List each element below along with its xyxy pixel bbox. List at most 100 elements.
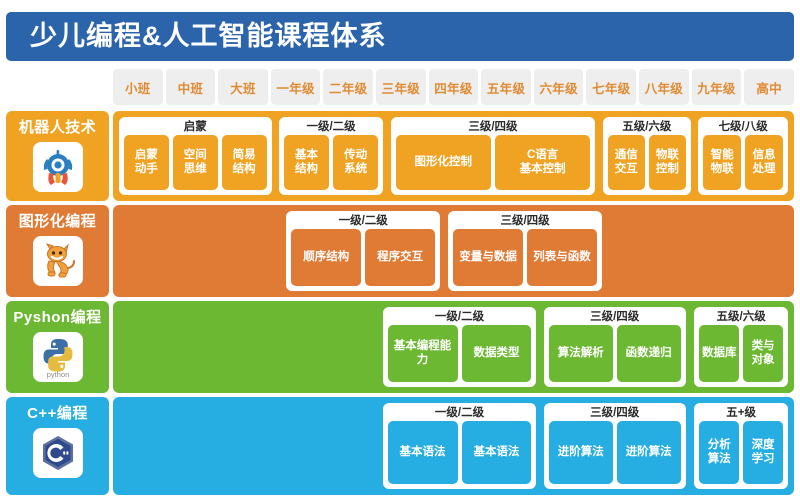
course-chip[interactable]: 基本 结构 <box>283 135 330 190</box>
track-body-robotics: 启蒙启蒙 动手空间 思维简易 结构一级/二级基本 结构传动 系统三级/四级图形化… <box>113 111 794 201</box>
stage-group[interactable]: 七级/八级智能 物联信息 处理 <box>698 117 788 195</box>
stage-group[interactable]: 三级/四级算法解析函数递归 <box>543 307 686 387</box>
stage-group-title: 一级/二级 <box>338 215 388 227</box>
course-chip[interactable]: 算法解析 <box>548 325 613 382</box>
stage-track: 启蒙启蒙 动手空间 思维简易 结构一级/二级基本 结构传动 系统三级/四级图形化… <box>119 117 788 195</box>
track-rows: 机器人技术 启蒙启蒙 动手空间 思维简易 结构一级/二级基本 结构传动 系统三级… <box>6 111 794 499</box>
course-chip[interactable]: 分析 算法 <box>699 421 740 484</box>
grade-tab[interactable]: 五年级 <box>481 69 531 105</box>
course-chip[interactable]: 数据类型 <box>461 325 532 382</box>
course-chip[interactable]: 进阶算法 <box>548 421 613 484</box>
course-chip[interactable]: 基本编程能力 <box>387 325 458 382</box>
grade-tab[interactable]: 七年级 <box>586 69 637 105</box>
course-chip[interactable]: 进阶算法 <box>616 421 681 484</box>
track-label-text: 图形化编程 <box>18 213 97 230</box>
stage-group-title: 七级/八级 <box>718 121 768 133</box>
stage-group[interactable]: 三级/四级进阶算法进阶算法 <box>543 403 686 489</box>
grade-tab[interactable]: 四年级 <box>428 69 479 105</box>
grade-tab[interactable]: 九年级 <box>691 69 742 105</box>
stage-group-title: 五+级 <box>726 407 757 419</box>
stage-group[interactable]: 三级/四级变量与数据列表与函数 <box>448 211 602 291</box>
stage-group[interactable]: 五级/六级数据库类与 对象 <box>694 307 788 387</box>
grade-tab[interactable]: 六年级 <box>533 69 584 105</box>
course-chip-list: 变量与数据列表与函数 <box>453 229 598 286</box>
stage-group-title: 三级/四级 <box>590 311 640 323</box>
stage-group-title: 一级/二级 <box>306 121 356 133</box>
stage-group[interactable]: 一级/二级基本语法基本语法 <box>382 403 537 489</box>
course-chip[interactable]: C语言 基本控制 <box>494 135 591 190</box>
stage-group[interactable]: 一级/二级基本编程能力数据类型 <box>382 307 537 387</box>
stage-group-title: 三级/四级 <box>500 215 550 227</box>
track-row-python: Pyshon编程 python 一级/二级基本编程能力数据类型三级/四级算法解析… <box>6 301 794 393</box>
course-chip[interactable]: 简易 结构 <box>221 135 267 190</box>
robot-logo-icon <box>32 142 83 192</box>
stage-group-title: 三级/四级 <box>468 121 518 133</box>
course-chip-list: 分析 算法深度 学习 <box>699 421 783 484</box>
grade-tab[interactable]: 中班 <box>165 69 216 105</box>
course-chip[interactable]: 物联 控制 <box>648 135 686 190</box>
stage-track: 一级/二级顺序结构程序交互三级/四级变量与数据列表与函数 <box>119 211 788 291</box>
grade-tab[interactable]: 三年级 <box>376 69 426 105</box>
track-row-robotics: 机器人技术 启蒙启蒙 动手空间 思维简易 结构一级/二级基本 结构传动 系统三级… <box>6 111 794 201</box>
course-chip[interactable]: 程序交互 <box>365 229 436 286</box>
scratch-cat-icon <box>32 236 83 286</box>
track-label-text: C++编程 <box>27 405 88 422</box>
track-label-scratch[interactable]: 图形化编程 <box>6 205 109 297</box>
course-chip-list: 通信 交互物联 控制 <box>607 135 686 190</box>
course-chip[interactable]: 类与 对象 <box>743 325 783 382</box>
stage-group[interactable]: 启蒙启蒙 动手空间 思维简易 结构 <box>119 117 272 195</box>
course-chip-list: 基本编程能力数据类型 <box>387 325 532 382</box>
track-label-text: 机器人技术 <box>18 119 97 136</box>
stage-track: 一级/二级基本编程能力数据类型三级/四级算法解析函数递归五级/六级数据库类与 对… <box>119 307 788 387</box>
course-chip-list: 数据库类与 对象 <box>699 325 783 382</box>
course-chip-list: 基本 结构传动 系统 <box>283 135 379 190</box>
stage-group[interactable]: 一级/二级基本 结构传动 系统 <box>278 117 384 195</box>
svg-text:python: python <box>46 370 69 379</box>
grade-tab[interactable]: 大班 <box>218 69 268 105</box>
course-chip-list: 进阶算法进阶算法 <box>548 421 681 484</box>
stage-group-title: 启蒙 <box>183 121 207 133</box>
grade-tab[interactable]: 一年级 <box>270 69 321 105</box>
course-chip[interactable]: 通信 交互 <box>607 135 645 190</box>
course-chip[interactable]: 信息 处理 <box>745 135 783 190</box>
course-chip[interactable]: 基本语法 <box>461 421 532 484</box>
track-body-python: 一级/二级基本编程能力数据类型三级/四级算法解析函数递归五级/六级数据库类与 对… <box>113 301 794 393</box>
course-chip[interactable]: 图形化控制 <box>395 135 491 190</box>
course-chip[interactable]: 空间 思维 <box>172 135 218 190</box>
grade-tab[interactable]: 二年级 <box>323 69 374 105</box>
course-chip-list: 顺序结构程序交互 <box>291 229 436 286</box>
grade-tab[interactable]: 高中 <box>744 69 794 105</box>
track-label-cpp[interactable]: C++编程 <box>6 397 109 495</box>
track-label-text: Pyshon编程 <box>13 309 102 326</box>
page-header: 少儿编程&人工智能课程体系 <box>6 12 794 61</box>
python-logo-icon: python <box>32 332 83 382</box>
course-chip[interactable]: 深度 学习 <box>743 421 783 484</box>
stage-group[interactable]: 一级/二级顺序结构程序交互 <box>286 211 441 291</box>
track-label-robotics[interactable]: 机器人技术 <box>6 111 109 201</box>
stage-group[interactable]: 五+级分析 算法深度 学习 <box>694 403 788 489</box>
course-chip[interactable]: 基本语法 <box>387 421 458 484</box>
stage-track: 一级/二级基本语法基本语法三级/四级进阶算法进阶算法五+级分析 算法深度 学习 <box>119 403 788 489</box>
page-title: 少儿编程&人工智能课程体系 <box>30 21 387 51</box>
stage-group[interactable]: 五级/六级通信 交互物联 控制 <box>602 117 691 195</box>
course-chip[interactable]: 顺序结构 <box>291 229 362 286</box>
stage-group-title: 五级/六级 <box>622 121 672 133</box>
course-chip[interactable]: 列表与函数 <box>527 229 598 286</box>
course-chip[interactable]: 传动 系统 <box>333 135 379 190</box>
course-chip[interactable]: 数据库 <box>699 325 740 382</box>
stage-group-title: 一级/二级 <box>434 407 485 419</box>
course-chip[interactable]: 函数递归 <box>616 325 681 382</box>
course-chip[interactable]: 启蒙 动手 <box>124 135 169 190</box>
track-row-cpp: C++编程 一级/二级基本语法基本语法三级/四级进阶算法进阶算法五+级分析 算法… <box>6 397 794 495</box>
grade-tab[interactable]: 八年级 <box>639 69 689 105</box>
track-label-python[interactable]: Pyshon编程 python <box>6 301 109 393</box>
track-row-scratch: 图形化编程 一级/二级顺序结构程序交互三级/四级变量与数据列表与函数 <box>6 205 794 297</box>
course-chip-list: 智能 物联信息 处理 <box>703 135 783 190</box>
grade-tab[interactable]: 小班 <box>113 69 163 105</box>
course-chip[interactable]: 变量与数据 <box>453 229 524 286</box>
course-chip-list: 基本语法基本语法 <box>387 421 532 484</box>
course-chip[interactable]: 智能 物联 <box>703 135 742 190</box>
